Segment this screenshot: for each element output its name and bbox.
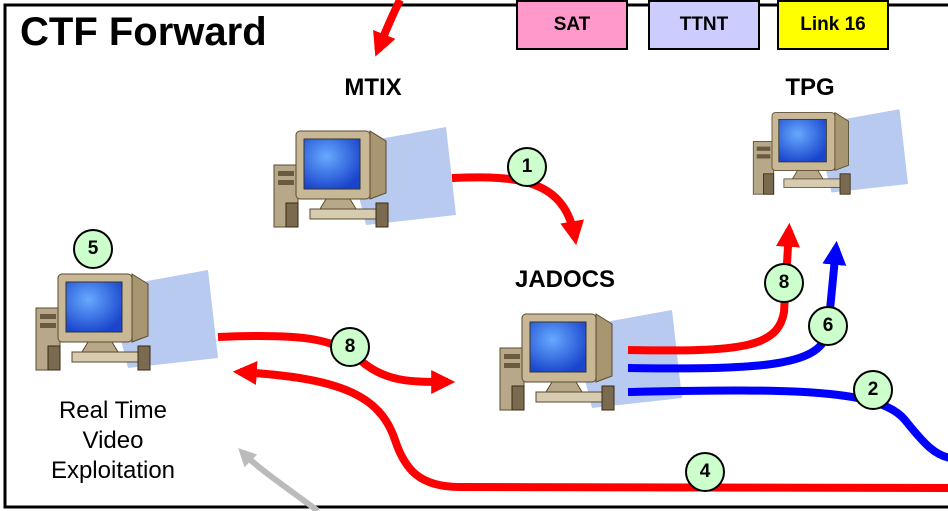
rtve-label-line-1: Real Time — [58, 397, 168, 424]
step-badge-5: 5 — [73, 229, 113, 269]
incoming-arrow — [373, 0, 404, 57]
arrow-jadocs-to-tpg-red — [627, 222, 800, 355]
mtix-computer-icon — [273, 126, 457, 228]
rtve-computer-icon — [35, 269, 219, 371]
step-badge-2: 2 — [853, 370, 893, 410]
mtix-label: MTIX — [344, 74, 402, 101]
page-title: CTF Forward — [20, 10, 267, 54]
step-badge-8-left: 8 — [330, 327, 370, 367]
gray-arrow — [238, 448, 320, 511]
jadocs-label: JADOCS — [514, 266, 616, 293]
tag-link16: Link 16 — [777, 0, 889, 50]
step-badge-8-right: 8 — [764, 263, 804, 303]
rtve-label: Real Time Video Exploitation — [28, 396, 198, 486]
rtve-label-line-2: Video — [82, 427, 144, 454]
arrow-return-to-rtve — [232, 361, 948, 492]
tag-ttnt: TTNT — [648, 0, 760, 50]
tpg-computer-icon — [752, 108, 909, 195]
tag-sat: SAT — [516, 0, 628, 50]
arrow-mtix-to-jadocs — [451, 173, 584, 246]
tpg-label: TPG — [785, 74, 835, 101]
step-badge-1: 1 — [507, 147, 547, 187]
rtve-label-line-3: Exploitation — [50, 457, 176, 484]
step-badge-4: 4 — [685, 452, 725, 492]
arrow-jadocs-out-blue — [627, 386, 948, 462]
step-badge-6: 6 — [808, 306, 848, 346]
frame-border — [3, 3, 948, 509]
